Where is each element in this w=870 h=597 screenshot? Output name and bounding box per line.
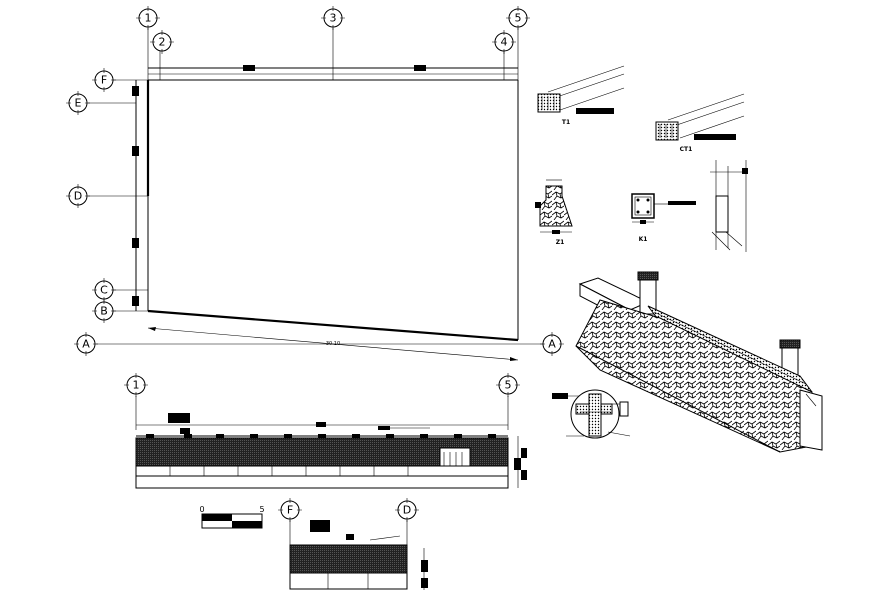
plan-overall-dimension: 30.10 — [326, 341, 340, 347]
axis-label-C: C — [100, 284, 108, 297]
elevation-long: 1 5 — [124, 373, 527, 489]
axis-label-2: 2 — [159, 36, 166, 49]
elevation-axis-label-5: 5 — [505, 379, 512, 392]
detail-column-section — [710, 160, 748, 252]
axis-label-4: 4 — [501, 36, 508, 49]
axis-bubble-A-left: A — [74, 332, 98, 356]
axis-label-E: E — [75, 97, 82, 110]
detail-t1-label: T1 — [562, 119, 570, 126]
plan-view: 30.10 1 2 3 4 — [66, 6, 564, 361]
axis-bubble-A-right: A — [540, 332, 564, 356]
elevation-short: F D — [278, 498, 428, 590]
axis-bubble-C: C — [92, 278, 116, 302]
elevation-axis-label-1: 1 — [133, 379, 140, 392]
axis-label-D: D — [74, 190, 82, 203]
elevation-axis-bubble-1: 1 — [124, 373, 148, 397]
scale-bar-end: 5 — [259, 505, 264, 514]
axis-bubble-E: E — [66, 91, 90, 115]
axis-bubble-F: F — [92, 68, 116, 92]
axis-bubble-4: 4 — [492, 30, 516, 54]
detail-z1-label: Z1 — [556, 239, 565, 246]
axis-label-3: 3 — [330, 12, 337, 25]
detail-footing-z1: Z1 — [535, 179, 573, 246]
axis-bubble-1: 1 — [136, 6, 160, 30]
axis-bubble-2: 2 — [150, 30, 174, 54]
axis-label-1: 1 — [145, 12, 152, 25]
scale-bar: 0 5 — [199, 505, 265, 529]
axis-label-A-right: A — [548, 338, 556, 351]
wall-3d-perspective — [575, 271, 823, 453]
detail-beam-ct1: CT1 — [655, 93, 745, 153]
axis-label-B: B — [100, 305, 108, 318]
axis-bubble-5: 5 — [506, 6, 530, 30]
elevation-axis-label-F: F — [287, 504, 293, 517]
detail-column-k1: K1 — [631, 193, 696, 243]
axis-label-5: 5 — [515, 12, 522, 25]
elevation-axis-bubble-5: 5 — [496, 373, 520, 397]
axis-bubble-3: 3 — [321, 6, 345, 30]
elevation-axis-bubble-D: D — [395, 498, 419, 522]
detail-ct1-label: CT1 — [680, 146, 693, 153]
elevation-axis-label-D: D — [403, 504, 411, 517]
axis-label-A-left: A — [82, 338, 90, 351]
scale-bar-start: 0 — [199, 505, 204, 514]
axis-label-F: F — [101, 74, 107, 87]
detail-k1-label: K1 — [639, 236, 648, 243]
detail-round-connection — [552, 389, 631, 439]
axis-bubble-D: D — [66, 184, 90, 208]
axis-bubble-B: B — [92, 299, 116, 323]
elevation-axis-bubble-F: F — [278, 498, 302, 522]
detail-beam-t1: T1 — [537, 65, 625, 126]
